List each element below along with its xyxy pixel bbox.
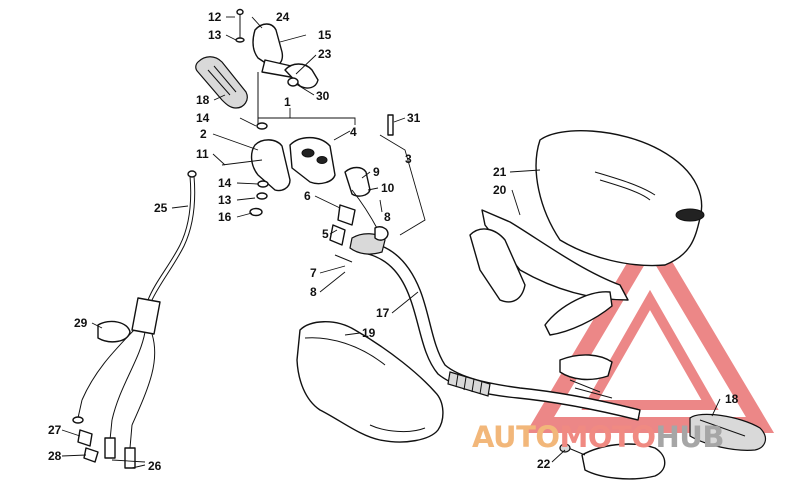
callout-labels: 12 24 13 15 23 30 18 1 14 31 4 2 11 3 9 …	[48, 10, 739, 473]
callout-21: 21	[493, 165, 507, 179]
callout-30: 30	[316, 89, 330, 103]
switch-housing	[221, 114, 394, 263]
callout-26: 26	[148, 459, 162, 473]
watermark-auto: AUTO	[472, 420, 560, 454]
callout-2: 2	[200, 127, 207, 141]
callout-5: 5	[322, 227, 329, 241]
guard-bracket	[469, 209, 629, 336]
watermark-moto: MOTO	[560, 420, 656, 454]
callout-10: 10	[381, 181, 395, 195]
callout-7: 7	[310, 266, 317, 280]
svg-text:AUTOMOTOHUB: AUTOMOTOHUB	[472, 420, 724, 454]
hand-guard	[535, 129, 705, 267]
mirror-bracket	[235, 8, 319, 125]
callout-15: 15	[318, 28, 332, 42]
callout-13: 13	[208, 28, 222, 42]
callout-24: 24	[276, 10, 290, 24]
callout-18-right: 18	[725, 392, 739, 406]
callout-4: 4	[350, 125, 357, 139]
callout-6: 6	[304, 189, 311, 203]
callout-3: 3	[405, 152, 412, 166]
handlebar-pad	[296, 321, 444, 443]
left-grip	[195, 56, 248, 109]
callout-29: 29	[74, 316, 88, 330]
callout-17: 17	[376, 306, 390, 320]
callout-9: 9	[373, 165, 380, 179]
callout-23: 23	[318, 47, 332, 61]
leader-lines	[61, 16, 721, 469]
callout-14-mid: 14	[218, 176, 232, 190]
callout-27: 27	[48, 423, 62, 437]
watermark-text: AUTOMOTOHUB	[472, 420, 724, 454]
right-grip	[689, 413, 767, 451]
callout-18-left: 18	[196, 93, 210, 107]
callout-25: 25	[154, 201, 168, 215]
callout-20: 20	[493, 183, 507, 197]
callout-13-mid: 13	[218, 193, 232, 207]
callout-8-top: 8	[384, 210, 391, 224]
callout-1: 1	[284, 95, 291, 109]
watermark-triangle	[525, 224, 775, 433]
watermark-hub: HUB	[656, 420, 724, 454]
callout-12: 12	[208, 10, 222, 24]
callout-8-bottom: 8	[310, 285, 317, 299]
callout-31: 31	[407, 111, 421, 125]
callout-28: 28	[48, 449, 62, 463]
callout-19: 19	[362, 326, 376, 340]
callout-14-top: 14	[196, 111, 210, 125]
callout-22: 22	[537, 457, 551, 471]
callout-11: 11	[196, 147, 209, 161]
throttle-cable	[72, 170, 197, 469]
callout-16: 16	[218, 210, 232, 224]
throttle-assembly	[559, 443, 666, 480]
